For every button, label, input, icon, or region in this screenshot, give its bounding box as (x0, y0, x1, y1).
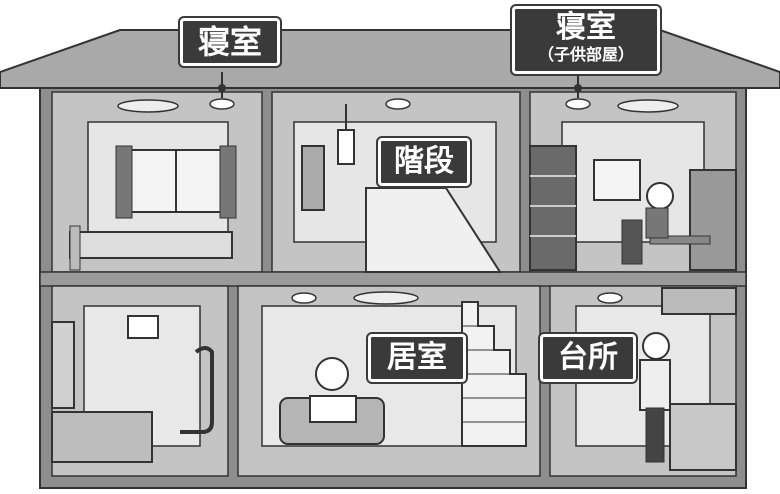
smoke-detector (209, 72, 623, 304)
range-hood (661, 287, 737, 315)
child-bedroom-label: 寝室 （子供部屋） (512, 6, 660, 74)
pendant-lamp (337, 104, 355, 165)
woman-cooking (639, 332, 671, 463)
child-at-desk (621, 169, 737, 271)
wall-mirror (301, 145, 325, 211)
stairs-label: 階段 (378, 138, 470, 186)
shower (180, 346, 214, 434)
bed (69, 225, 233, 271)
window (593, 159, 641, 201)
bathroom-door (51, 321, 75, 409)
kitchen-counter (669, 403, 737, 471)
staircase (461, 301, 527, 447)
roof (0, 29, 780, 89)
ceiling-light (117, 99, 679, 305)
bedroom-label: 寝室 (180, 18, 280, 66)
bookshelf (529, 145, 577, 271)
wall-panel (127, 315, 159, 339)
kitchen-label: 台所 (540, 334, 636, 382)
living-room-label: 居室 (368, 334, 466, 382)
sofa-with-reader (279, 357, 385, 445)
window-with-curtains (115, 145, 237, 219)
bathtub (51, 411, 153, 463)
stair-ramp (365, 187, 502, 273)
